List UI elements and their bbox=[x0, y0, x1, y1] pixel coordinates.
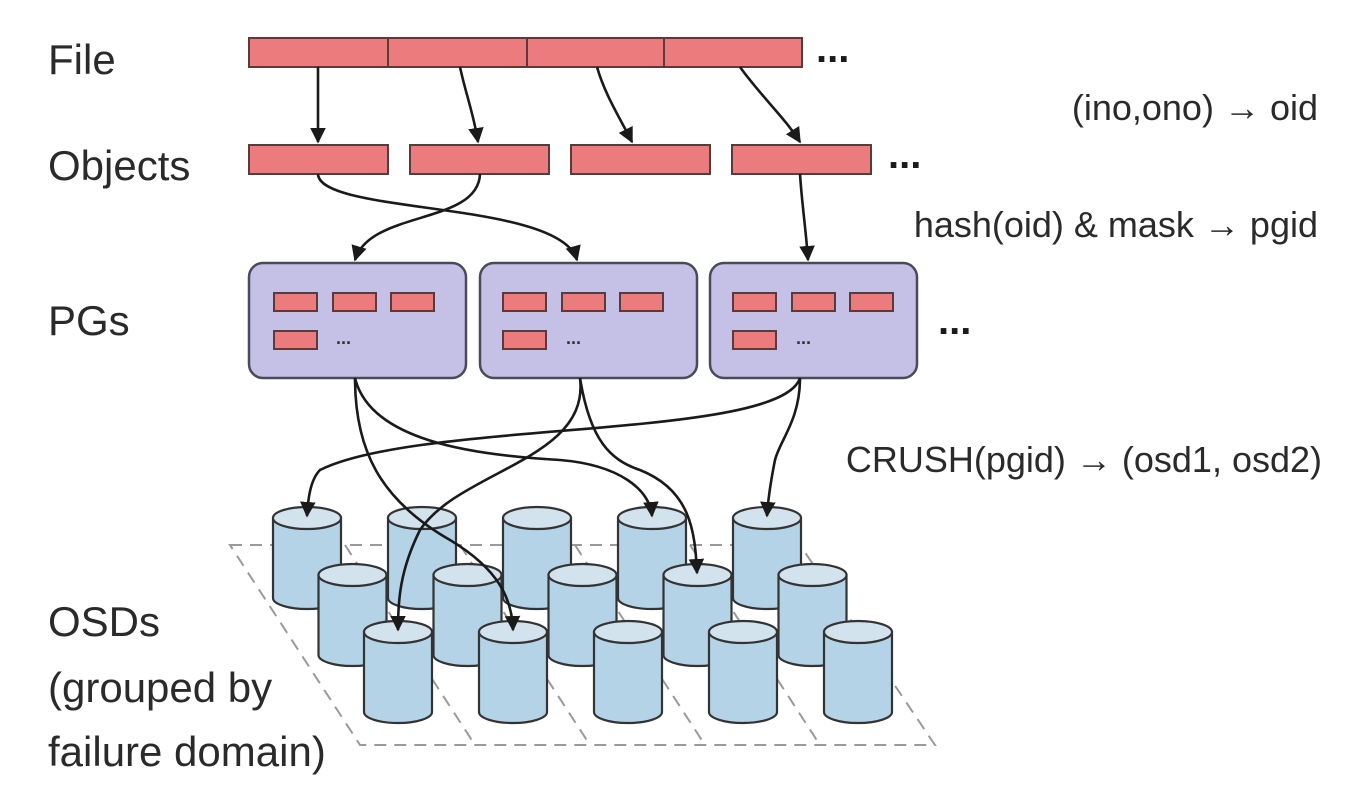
mapping-file-to-objects: (ino,ono) → oid bbox=[1072, 87, 1318, 128]
arrow-file-to-object bbox=[595, 66, 634, 144]
file-segment bbox=[663, 37, 803, 68]
pg-ellipsis: ... bbox=[336, 328, 351, 348]
object bbox=[248, 144, 389, 175]
label-osds-grouped: (grouped by bbox=[48, 664, 272, 711]
file-ellipsis: ... bbox=[816, 27, 849, 71]
arrow-file-to-object bbox=[458, 66, 484, 144]
label-pgs: PGs bbox=[48, 297, 130, 344]
osd-array bbox=[271, 505, 894, 725]
arrow-pg-to-osd bbox=[353, 377, 521, 632]
pg-ellipsis: ... bbox=[796, 328, 811, 348]
pgs-ellipsis: ... bbox=[938, 299, 971, 343]
osd-cylinder bbox=[477, 619, 549, 725]
object bbox=[570, 144, 711, 175]
mapping-objects-to-pgs: hash(oid) & mask → pgid bbox=[914, 204, 1318, 245]
arrow-pg-to-osd bbox=[760, 377, 802, 518]
failure-domain-grid bbox=[228, 544, 937, 746]
pg-ellipsis: ... bbox=[566, 328, 581, 348]
arrow-file-to-object bbox=[738, 66, 802, 144]
crush-arrows bbox=[300, 377, 802, 632]
osd-cylinder bbox=[362, 619, 434, 725]
osd-cylinder bbox=[592, 619, 664, 725]
arrow-pg-to-osd bbox=[578, 377, 705, 575]
label-osds-failure-domain: failure domain) bbox=[48, 728, 326, 775]
arrow-pg-to-osd bbox=[353, 377, 659, 518]
file-segment bbox=[526, 37, 665, 68]
objects-row bbox=[248, 144, 872, 175]
placement-group bbox=[708, 261, 919, 380]
file-bar bbox=[248, 37, 803, 68]
arrow-pg-to-osd bbox=[300, 377, 802, 518]
label-objects: Objects bbox=[48, 142, 190, 189]
pg-group: ... ... ... bbox=[247, 261, 919, 380]
label-osds: OSDs bbox=[48, 598, 160, 645]
mapping-pgs-to-osds: CRUSH(pgid) → (osd1, osd2) bbox=[846, 439, 1322, 480]
arrow-object-to-pg bbox=[316, 173, 581, 262]
placement-group bbox=[247, 261, 468, 380]
object bbox=[731, 144, 872, 175]
placement-group bbox=[478, 261, 699, 380]
arrow-object-to-pg bbox=[798, 173, 815, 262]
objects-ellipsis: ... bbox=[888, 133, 921, 177]
label-file: File bbox=[48, 36, 116, 83]
file-segment bbox=[387, 37, 528, 68]
osd-cylinder bbox=[707, 619, 779, 725]
arrow-pg-to-osd bbox=[390, 377, 582, 632]
osd-cylinder bbox=[822, 619, 894, 725]
arrow-object-to-pg bbox=[351, 173, 482, 262]
file-segment bbox=[248, 37, 389, 68]
object bbox=[409, 144, 550, 175]
